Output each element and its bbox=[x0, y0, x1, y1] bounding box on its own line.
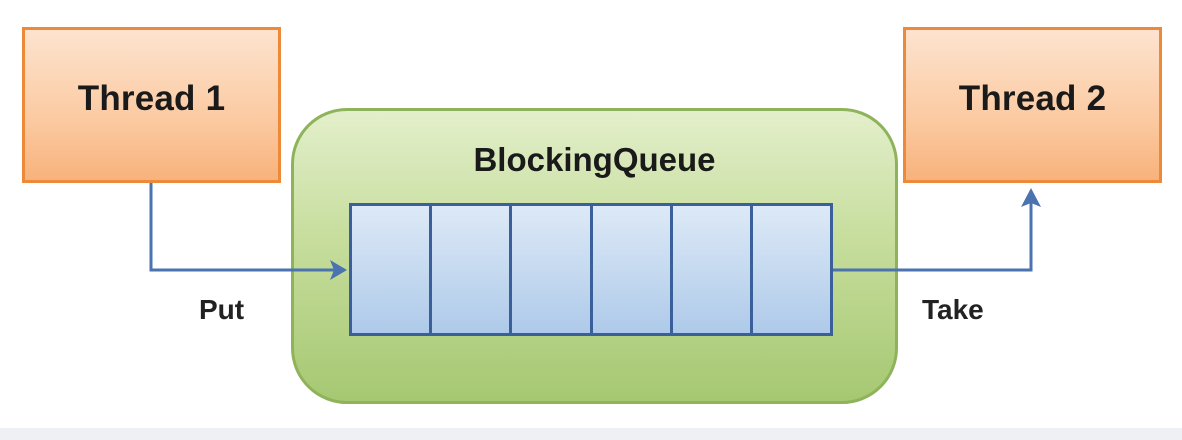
thread-2-label: Thread 2 bbox=[958, 79, 1107, 118]
put-label: Put bbox=[199, 294, 245, 325]
queue-slots bbox=[349, 203, 833, 336]
blocking-queue-title: BlockingQueue bbox=[473, 141, 716, 178]
queue-slot bbox=[752, 206, 831, 333]
queue-slot bbox=[592, 206, 673, 333]
take-arrowhead-icon bbox=[1021, 188, 1041, 207]
take-label: Take bbox=[922, 294, 984, 325]
thread-2-box: Thread 2 bbox=[903, 27, 1162, 183]
queue-slot bbox=[512, 206, 593, 333]
queue-slot bbox=[352, 206, 433, 333]
background-band bbox=[0, 428, 1182, 440]
thread-1-box: Thread 1 bbox=[22, 27, 281, 183]
queue-slot bbox=[432, 206, 513, 333]
thread-1-label: Thread 1 bbox=[77, 79, 226, 118]
queue-slot bbox=[672, 206, 753, 333]
